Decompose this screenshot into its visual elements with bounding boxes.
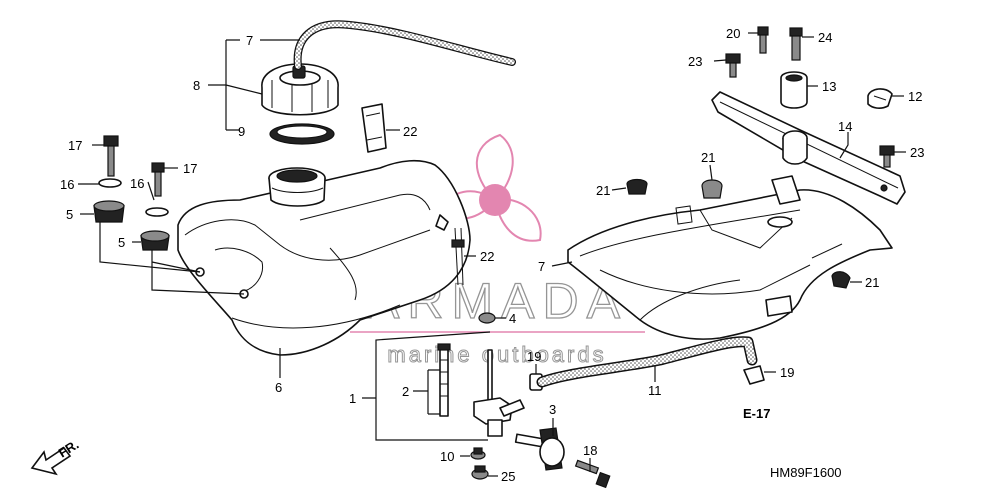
callout-10: 9 xyxy=(238,124,245,139)
bolt-23-right xyxy=(879,145,895,168)
callout-17a: 17 xyxy=(68,138,82,153)
clip-19-right xyxy=(743,365,765,385)
bolt-left-17 xyxy=(103,135,119,177)
fuel-strainer xyxy=(437,343,451,417)
callout-11: 10 xyxy=(440,449,454,464)
callout-19b: 19 xyxy=(780,365,794,380)
callout-4: 4 xyxy=(509,311,516,326)
bolt-24 xyxy=(789,27,803,61)
fuel-tank xyxy=(177,159,471,356)
callout-5a: 5 xyxy=(66,207,73,222)
grommet-21-left xyxy=(626,178,648,195)
callout-21b: 21 xyxy=(701,150,715,165)
callout-25: 25 xyxy=(501,469,515,484)
callout-7-visible: 7 xyxy=(538,259,545,274)
callout-12: 11 xyxy=(648,383,662,398)
callout-23a: 23 xyxy=(688,54,702,69)
callout-21a: 21 xyxy=(596,183,610,198)
screw-11 xyxy=(470,447,486,460)
callout-22a: 22 xyxy=(403,124,417,139)
watermark-tagline: marine outboards xyxy=(387,342,606,367)
callout-3: 3 xyxy=(549,402,556,417)
grommet-21-right xyxy=(831,271,851,289)
callout-17b: 17 xyxy=(183,161,197,176)
cap-gasket xyxy=(269,123,335,145)
clip-13 xyxy=(867,88,893,109)
cushion-14 xyxy=(780,71,808,109)
nut-4 xyxy=(478,312,496,324)
tank-stay xyxy=(711,91,906,205)
washer-25 xyxy=(471,465,489,480)
callout-15: 14 xyxy=(838,119,852,134)
callout-labels: 7 8 9 17 17 16 16 5 5 22 22 4 6 1 2 19 3… xyxy=(60,26,924,484)
callout-23b: 23 xyxy=(910,145,924,160)
callout-2: 2 xyxy=(402,384,409,399)
washer-left-16 xyxy=(98,178,122,188)
mount-rubber-mid-5 xyxy=(140,230,170,251)
fuel-cock-lever xyxy=(514,427,565,471)
callout-16b: 16 xyxy=(130,176,144,191)
grommet-21-center xyxy=(701,179,723,199)
rubber-band-lower xyxy=(451,227,465,286)
callout-1: 1 xyxy=(349,391,356,406)
bolt-23-upper xyxy=(725,53,741,78)
front-arrow-icon xyxy=(30,446,72,476)
rubber-band-upper xyxy=(361,103,387,153)
callout-13: 12 xyxy=(908,89,922,104)
callout-24: 24 xyxy=(818,30,832,45)
callout-14: 13 xyxy=(822,79,836,94)
mount-rubber-left-5 xyxy=(93,200,125,223)
breather-tube xyxy=(293,20,516,70)
washer-mid-16 xyxy=(145,207,169,217)
collar-20 xyxy=(757,26,769,54)
reference-label: E-17 xyxy=(743,406,770,421)
tank-under-cover xyxy=(567,175,893,340)
bolt-18 xyxy=(574,459,611,489)
callout-5b: 5 xyxy=(118,235,125,250)
fuel-cap xyxy=(261,63,339,116)
callout-18: 18 xyxy=(583,443,597,458)
callout-9: 8 xyxy=(193,78,200,93)
callout-19a: 19 xyxy=(527,349,541,364)
leader-lines xyxy=(78,32,906,477)
callout-8: 7 xyxy=(246,33,253,48)
callout-20: 20 xyxy=(726,26,740,41)
fuel-cock xyxy=(473,349,525,437)
callout-22b: 22 xyxy=(480,249,494,264)
front-direction-indicator: FR. xyxy=(30,437,81,476)
callout-6: 6 xyxy=(275,380,282,395)
callout-16a: 16 xyxy=(60,177,74,192)
bolt-mid-17 xyxy=(151,162,165,197)
diagram-code: HM89F1600 xyxy=(770,465,842,480)
callout-21c: 21 xyxy=(865,275,879,290)
